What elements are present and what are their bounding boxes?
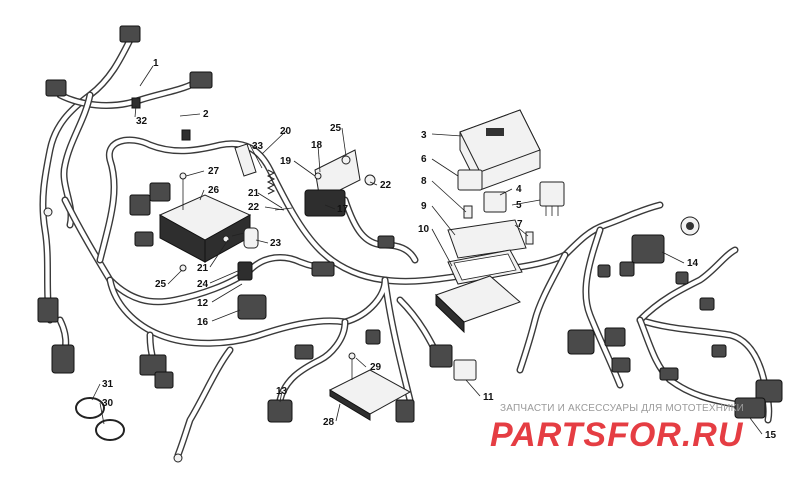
callout-17: 17 xyxy=(337,204,349,215)
connectors xyxy=(37,25,783,423)
callout-25b: 25 xyxy=(330,123,342,134)
callout-19: 19 xyxy=(280,156,292,167)
callout-28: 28 xyxy=(323,417,335,428)
components xyxy=(43,97,700,463)
callout-8: 8 xyxy=(421,176,427,187)
callout-1: 1 xyxy=(153,58,159,69)
callout-5: 5 xyxy=(516,200,522,211)
callout-25a: 25 xyxy=(155,279,167,290)
callout-27: 27 xyxy=(208,166,220,177)
partsfor-logo: PARTSFOR.RU xyxy=(490,416,744,454)
logo-text: PARTSFOR.RU xyxy=(490,416,744,454)
callout-16: 16 xyxy=(197,317,209,328)
callout-22a: 22 xyxy=(248,202,260,213)
callout-29: 29 xyxy=(370,362,382,373)
callout-12: 12 xyxy=(197,298,209,309)
callout-26: 26 xyxy=(208,185,220,196)
callout-13: 13 xyxy=(276,386,288,397)
callout-23: 23 xyxy=(270,238,282,249)
callout-2: 2 xyxy=(203,109,209,120)
callout-numbers: 1 2 3 4 5 6 7 8 9 10 11 12 13 14 15 16 1… xyxy=(102,58,777,441)
callout-4: 4 xyxy=(516,184,522,195)
leader-lines xyxy=(91,65,763,435)
callout-22b: 22 xyxy=(380,180,392,191)
callout-21a: 21 xyxy=(248,188,260,199)
callout-9: 9 xyxy=(421,201,427,212)
callout-10: 10 xyxy=(418,224,430,235)
callout-14: 14 xyxy=(687,258,699,269)
callout-20: 20 xyxy=(280,126,292,137)
callout-18: 18 xyxy=(311,140,323,151)
callout-32: 32 xyxy=(136,116,148,127)
watermark-caption: ЗАПЧАСТИ И АКСЕССУАРЫ ДЛЯ МОТОТЕХНИКИ xyxy=(500,403,745,414)
callout-30: 30 xyxy=(102,398,114,409)
callout-24: 24 xyxy=(197,279,209,290)
callout-33: 33 xyxy=(252,141,264,152)
callout-15: 15 xyxy=(765,430,777,441)
callout-7: 7 xyxy=(517,219,523,230)
callout-21b: 21 xyxy=(197,263,209,274)
callout-31: 31 xyxy=(102,379,114,390)
callout-11: 11 xyxy=(483,392,494,403)
callout-3: 3 xyxy=(421,130,427,141)
callout-6: 6 xyxy=(421,154,427,165)
